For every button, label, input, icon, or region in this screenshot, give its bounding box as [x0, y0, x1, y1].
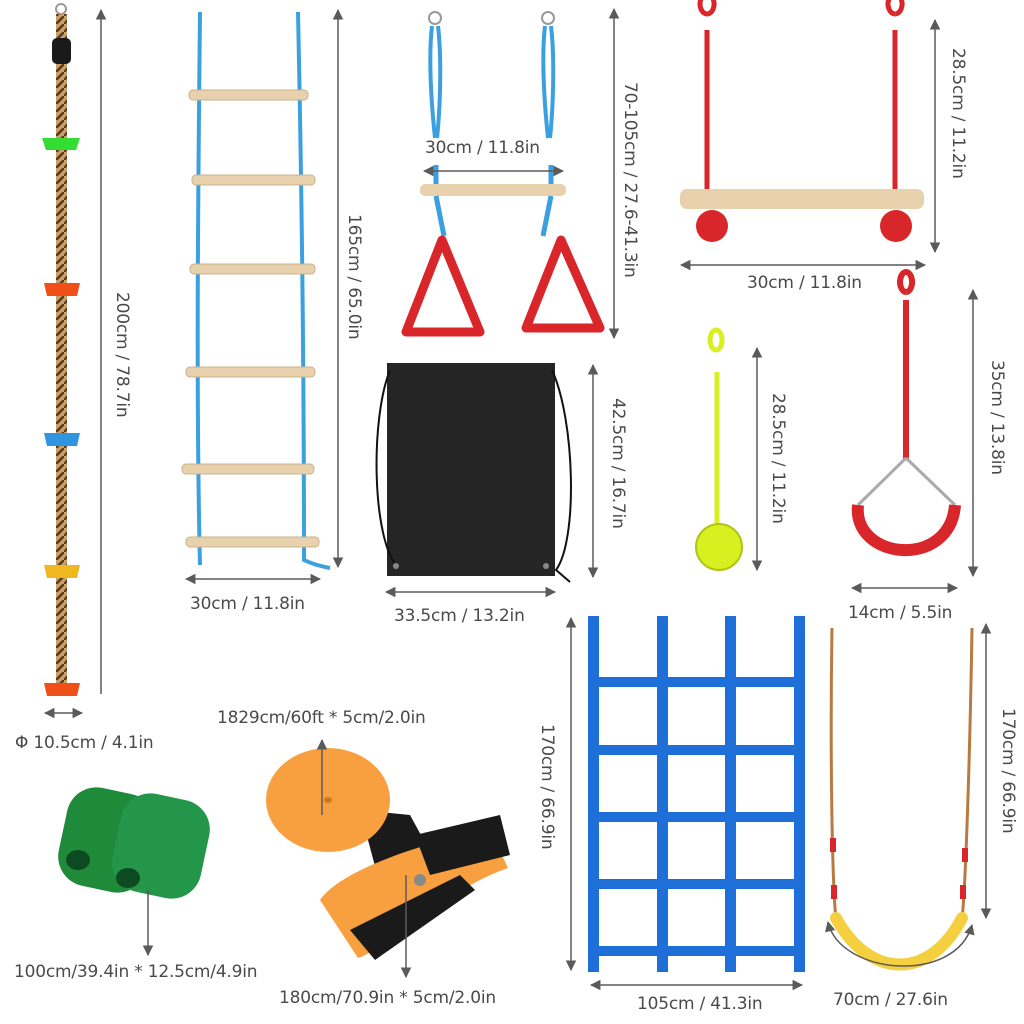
gym-ring-width-label: 14cm / 5.5in: [848, 603, 953, 623]
climbing-rope-height-label: 200cm / 78.7in: [112, 292, 132, 418]
climbing-rope-diameter-label: Φ 10.5cm / 4.1in: [15, 733, 154, 753]
trapeze-rings-illustration: [401, 11, 605, 337]
ratchet-illustration: [320, 815, 510, 960]
tree-protectors-illustration: [58, 787, 210, 899]
hanging-bar-width-label: 30cm / 11.8in: [747, 273, 862, 293]
trapeze-height-label: 70-105cm / 27.6-41.3in: [620, 82, 640, 278]
belt-swing-illustration: [829, 627, 974, 971]
trapeze-width-label: 30cm / 11.8in: [425, 138, 540, 158]
rope-ladder-width-label: 30cm / 11.8in: [190, 594, 305, 614]
bag-width-label: 33.5cm / 13.2in: [394, 606, 525, 626]
hanging-bar-illustration: [680, 0, 924, 242]
fist-knot-height-label: 28.5cm / 11.2in: [768, 393, 788, 524]
bag-height-label: 42.5cm / 16.7in: [608, 398, 628, 529]
cargo-net-illustration: [588, 616, 805, 972]
cargo-net-height-label: 170cm / 66.9in: [537, 724, 557, 850]
slackline-size-label: 1829cm/60ft * 5cm/2.0in: [217, 708, 426, 728]
tree-protector-size-label: 100cm/39.4in * 12.5cm/4.9in: [14, 962, 258, 982]
gym-ring-illustration: [851, 269, 961, 557]
hanging-bar-height-label: 28.5cm / 11.2in: [948, 48, 968, 179]
drawstring-bag-illustration: [375, 363, 572, 583]
rope-ladder-height-label: 165cm / 65.0in: [344, 214, 364, 340]
fist-knot-illustration: [695, 327, 743, 571]
gym-ring-height-label: 35cm / 13.8in: [987, 360, 1007, 475]
climbing-rope-illustration: [42, 3, 80, 696]
ratchet-size-label: 180cm/70.9in * 5cm/2.0in: [279, 988, 496, 1008]
cargo-net-width-label: 105cm / 41.3in: [637, 994, 763, 1014]
belt-swing-width-label: 70cm / 27.6in: [833, 990, 948, 1010]
belt-swing-height-label: 170cm / 66.9in: [998, 708, 1018, 834]
